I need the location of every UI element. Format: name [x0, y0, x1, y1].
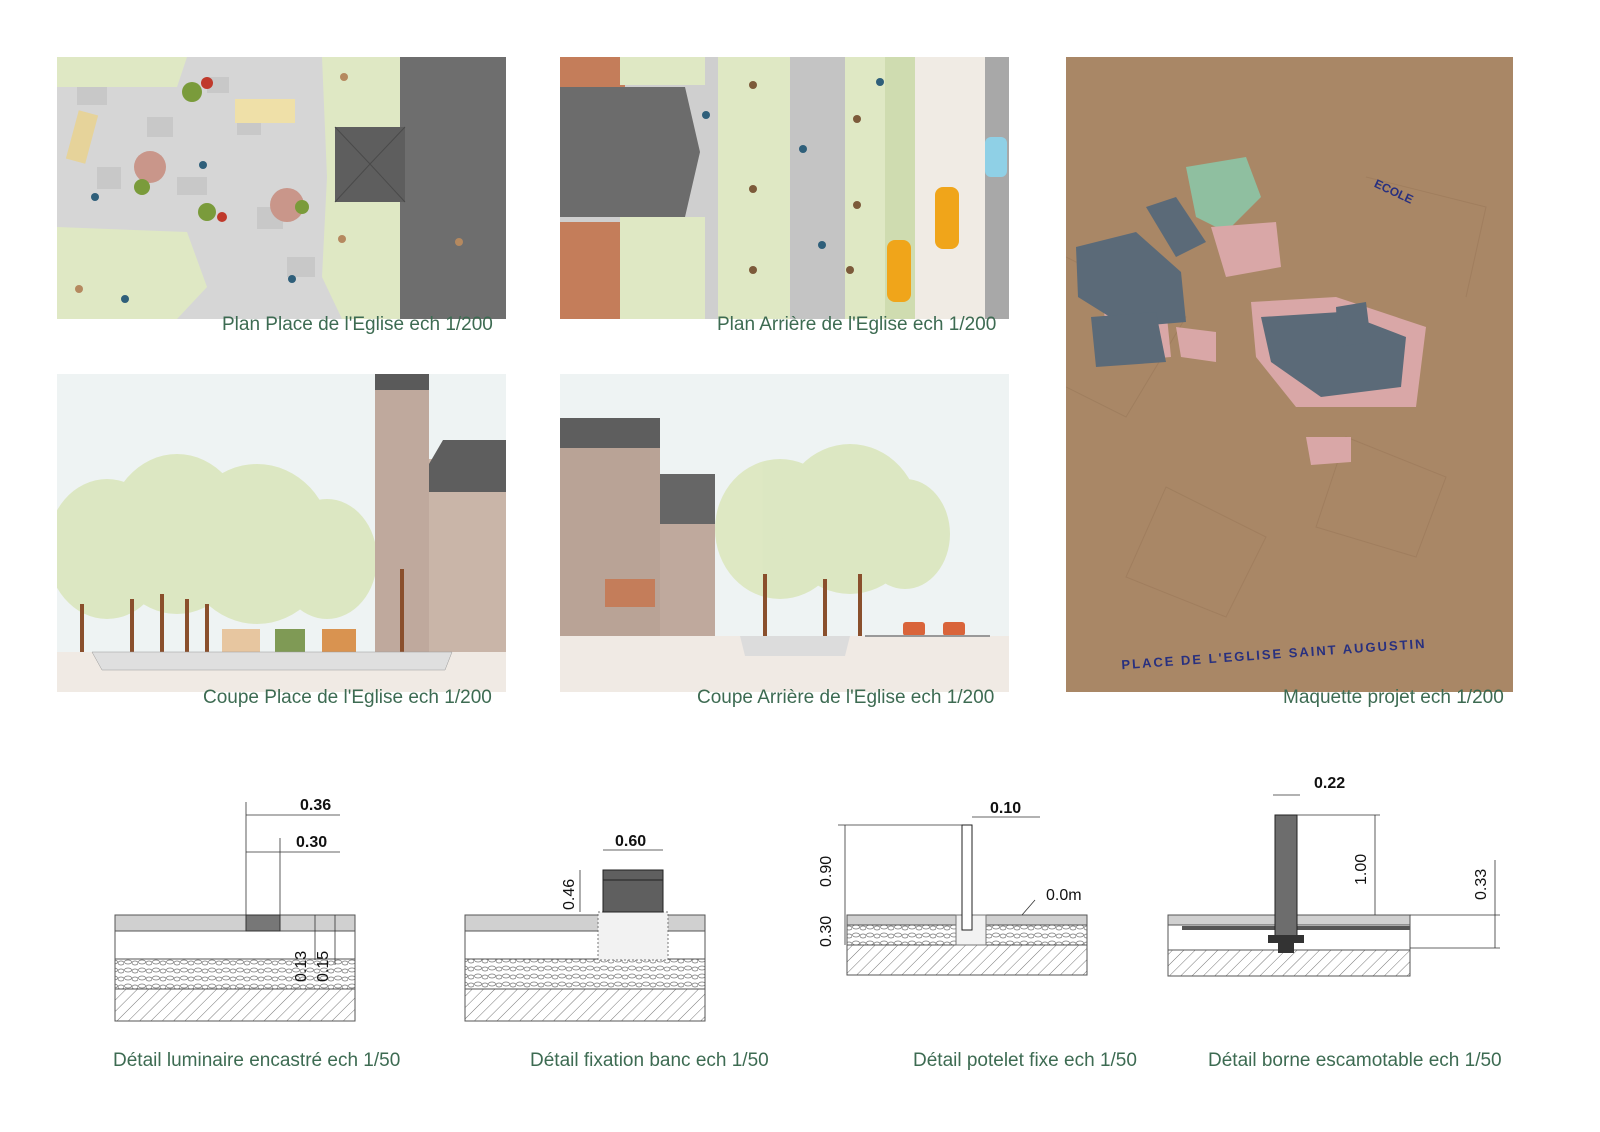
luminaire-dim-a: 0.36	[300, 797, 331, 814]
borne-dim-height: 1.00	[1353, 854, 1370, 885]
borne-dim-width: 0.22	[1314, 775, 1345, 792]
coupe-arriere-drawing	[560, 374, 1009, 692]
detail-banc-caption: Détail fixation banc ech 1/50	[530, 1050, 769, 1071]
luminaire-dim-c: 0.13	[293, 951, 310, 982]
luminaire-dim-d: 0.15	[315, 951, 332, 982]
banc-dim-height: 0.46	[561, 879, 578, 910]
coupe-place-drawing	[57, 374, 506, 692]
plan-place-caption: Plan Place de l'Eglise ech 1/200	[222, 314, 493, 335]
potelet-dim-height: 0.90	[818, 856, 835, 887]
potelet-dim-depth: 0.30	[818, 916, 835, 947]
detail-banc-drawing: 0.60 0.46	[460, 820, 720, 1035]
detail-luminaire-drawing: 0.36 0.30 0.13 0.15	[110, 790, 370, 1035]
plan-place-drawing	[57, 57, 506, 319]
potelet-dim-level: 0.0m	[1046, 887, 1082, 904]
potelet-dim-width: 0.10	[990, 800, 1021, 817]
detail-potelet-caption: Détail potelet fixe ech 1/50	[913, 1050, 1137, 1071]
maquette-caption: Maquette projet ech 1/200	[1283, 687, 1504, 708]
plan-arriere-drawing	[560, 57, 1009, 319]
plan-arriere-caption: Plan Arrière de l'Eglise ech 1/200	[717, 314, 997, 335]
detail-borne-drawing: 0.22 1.00 0.33	[1160, 770, 1510, 985]
detail-luminaire-caption: Détail luminaire encastré ech 1/50	[113, 1050, 401, 1071]
maquette-photo: ECOLE PLACE DE L'EGLISE SAINT AUGUSTIN	[1066, 57, 1513, 692]
banc-dim-width: 0.60	[615, 833, 646, 850]
detail-potelet-drawing: 0.10 0.90 0.30 0.0m	[810, 795, 1095, 985]
luminaire-dim-b: 0.30	[296, 834, 327, 851]
coupe-arriere-caption: Coupe Arrière de l'Eglise ech 1/200	[697, 687, 995, 708]
borne-dim-depth: 0.33	[1473, 869, 1490, 900]
coupe-place-caption: Coupe Place de l'Eglise ech 1/200	[203, 687, 492, 708]
detail-borne-caption: Détail borne escamotable ech 1/50	[1208, 1050, 1502, 1071]
